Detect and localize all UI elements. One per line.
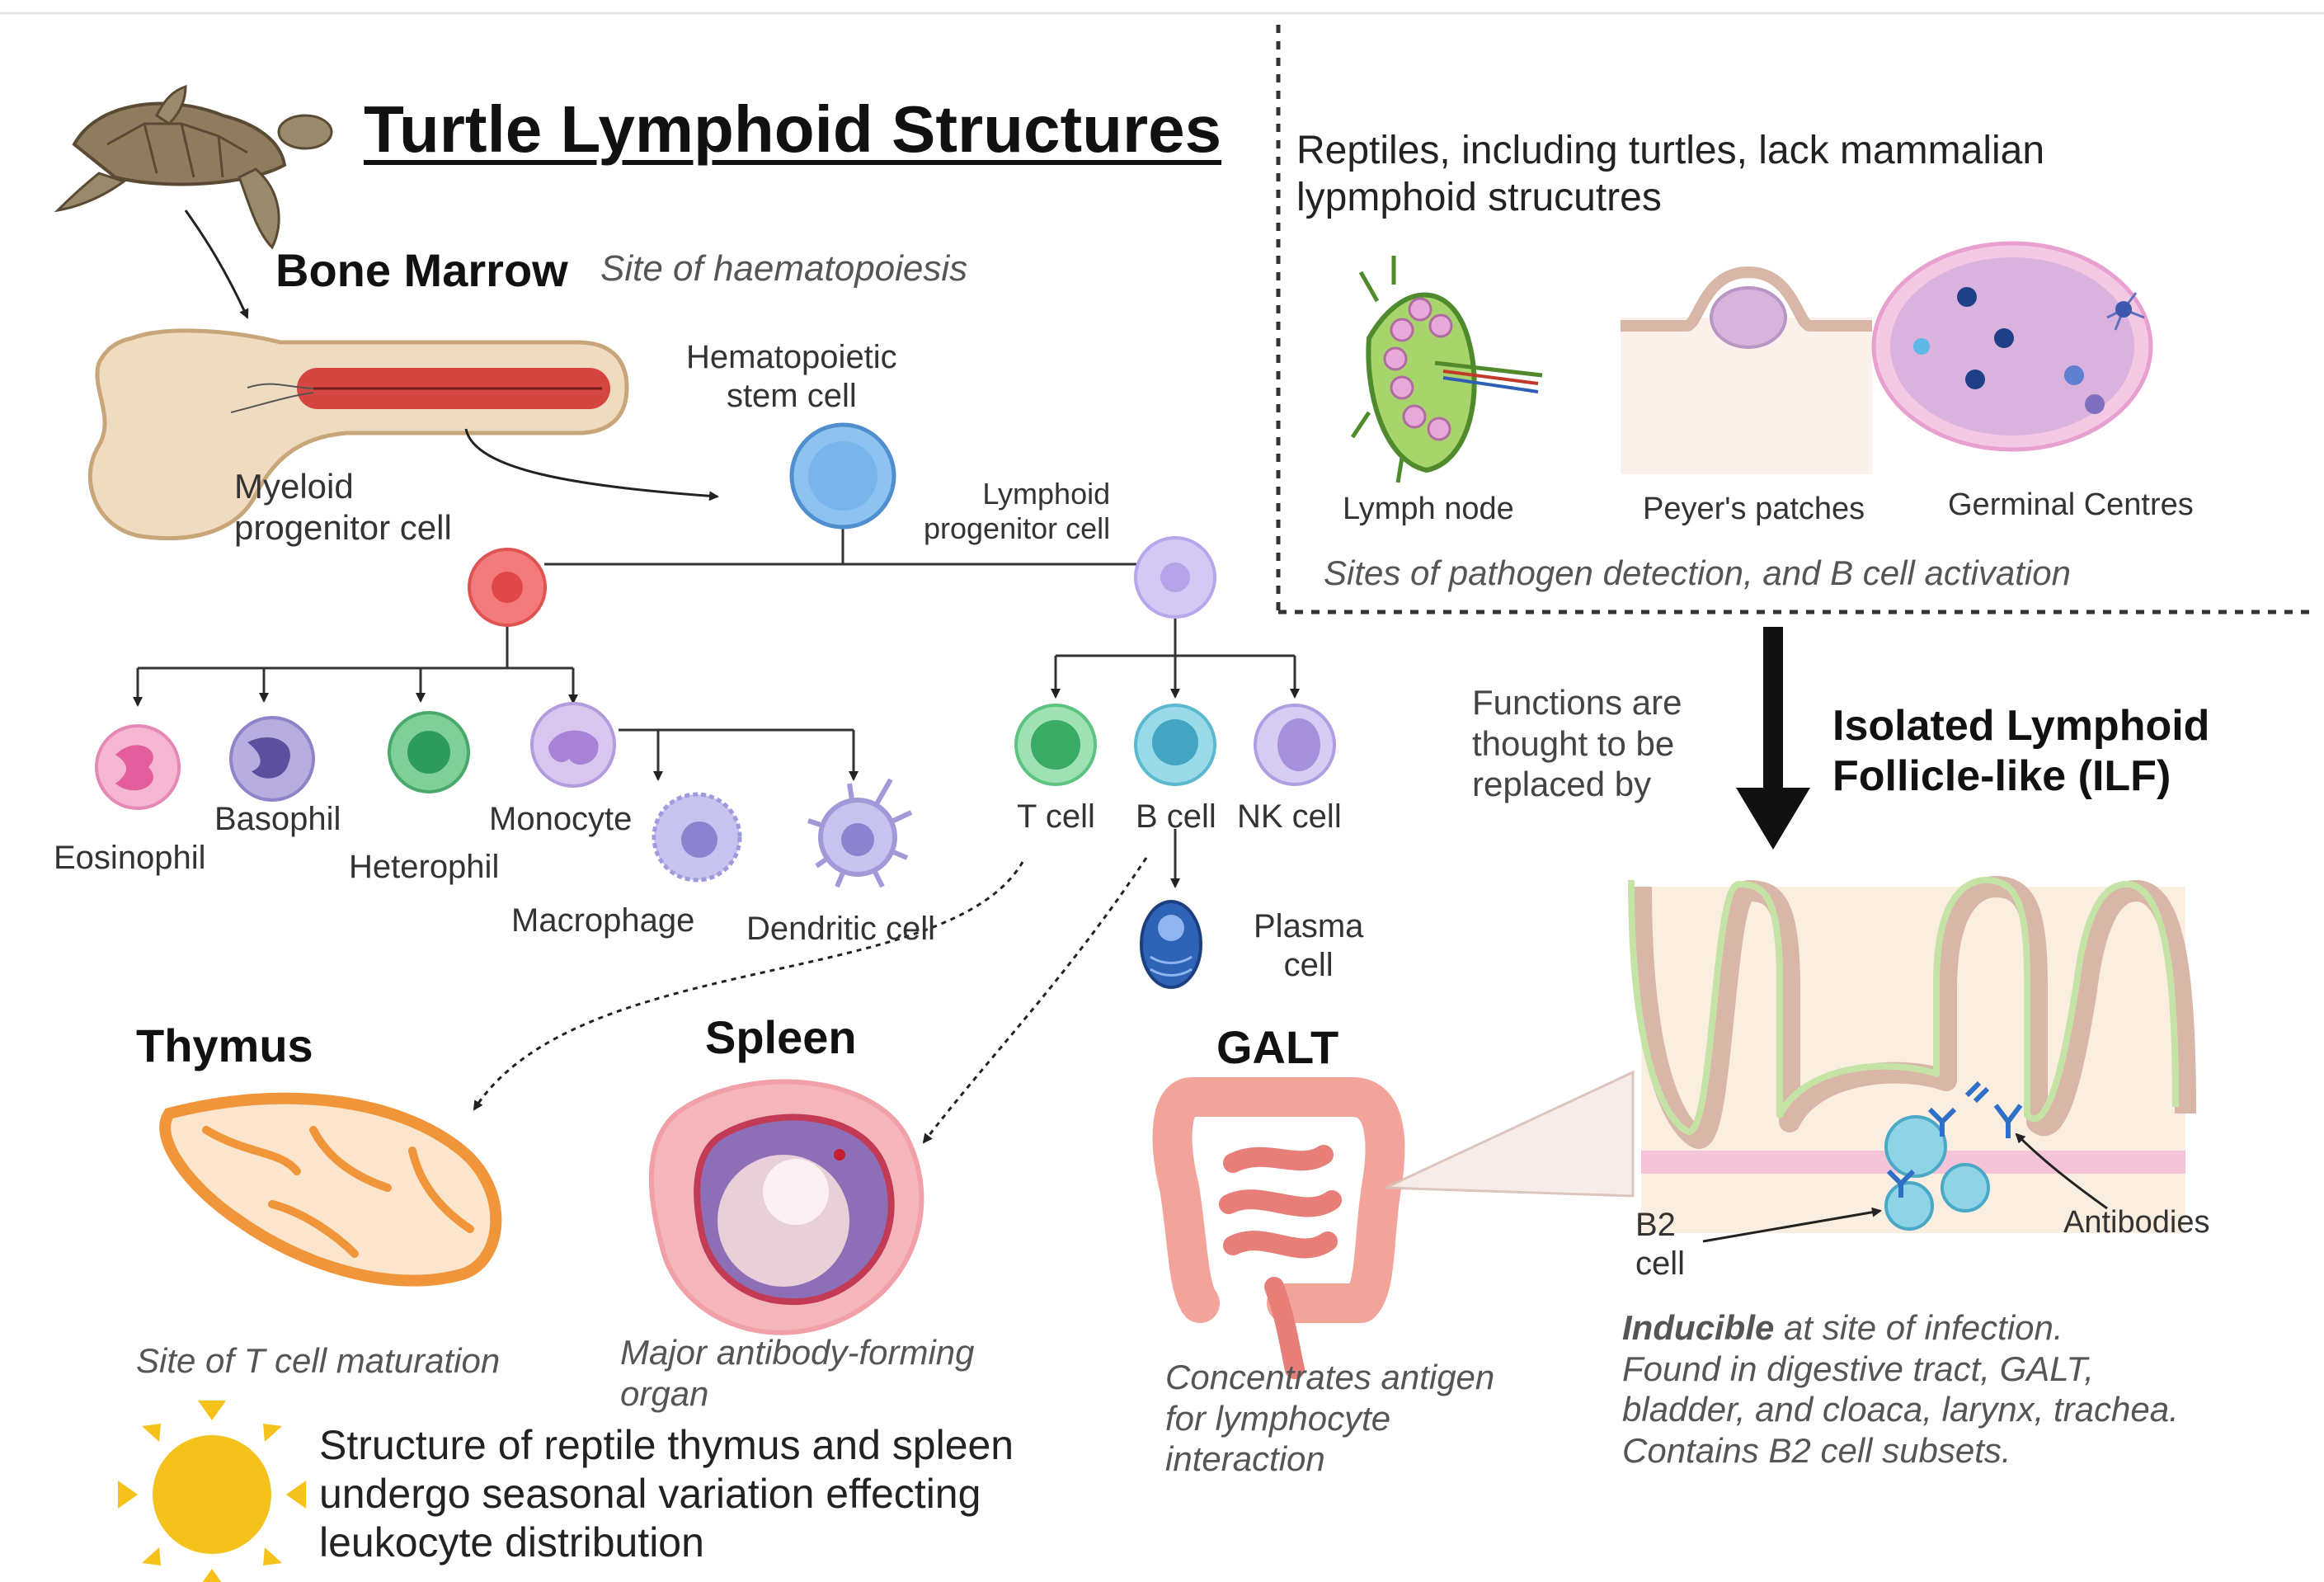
bone-marrow-subtitle: Site of haematopoiesis [600,248,968,289]
replacement-text: Functions are thought to be replaced by [1472,683,1682,804]
myeloid-progenitor-icon [468,548,547,627]
thymus-icon [159,1092,502,1287]
down-arrow-icon [1736,627,1810,850]
galt-caption: Concentrates antigen for lymphocyte inte… [1165,1358,1495,1479]
heterophil-icon [388,711,470,793]
galt-intestine-icon [1152,1077,1405,1379]
hsc-label: Hematopoietic stem cell [686,339,897,415]
hsc-cell-icon [789,422,896,530]
ilf-description-rest: at site of infection. Found in digestive… [1622,1308,2179,1470]
lymph-node-icon [1350,256,1543,483]
galt-heading: GALT [1216,1021,1339,1073]
ilf-description-lead: Inducible [1622,1308,1775,1347]
ilf-heading: Isolated Lymphoid Follicle-like (ILF) [1832,702,2210,801]
plasma-cell-icon [1140,900,1202,989]
germinal-centres-label: Germinal Centres [1948,487,2194,522]
turtle-icon [54,84,333,250]
seasonal-note: Structure of reptile thymus and spleen u… [319,1422,1014,1566]
monocyte-icon [530,702,616,788]
b-cell-to-spleen-arrow [922,857,1148,1144]
nk-cell-icon [1254,704,1336,786]
t-cell-icon [1014,704,1097,786]
zoom-lines [1385,1070,1635,1198]
spleen-icon [648,1079,924,1335]
spleen-heading: Spleen [705,1011,857,1063]
heterophil-label: Heterophil [349,849,500,885]
lymph-node-label: Lymph node [1343,492,1514,526]
lymphoid-progenitor-icon [1134,536,1216,619]
mammalian-caption: Sites of pathogen detection, and B cell … [1324,553,2071,592]
lymphoid-progenitor-label: Lymphoid progenitor cell [924,477,1111,546]
spleen-caption: Major antibody-forming organ [620,1333,975,1413]
basophil-label: Basophil [214,801,341,837]
thymus-caption: Site of T cell maturation [136,1341,501,1380]
plasma-cell-label: Plasma cell [1254,908,1364,984]
ilf-follicle-icon [1628,876,2196,1233]
bone-marrow-heading: Bone Marrow [275,244,568,296]
antibodies-pointer [2015,1132,2108,1210]
mammalian-statement: Reptiles, including turtles, lack mammal… [1296,129,2045,219]
b2-cell-pointer [1702,1207,1882,1243]
nk-cell-label: NK cell [1237,798,1342,835]
eosinophil-icon [95,724,181,810]
t-cell-to-thymus-arrow [473,861,1024,1111]
eosinophil-label: Eosinophil [54,840,206,876]
monocyte-label: Monocyte [489,801,633,837]
macrophage-icon [652,792,742,883]
b-cell-label: B cell [1136,798,1216,835]
figure-title: Turtle Lymphoid Structures [364,92,1222,166]
b-cell-icon [1134,704,1216,786]
dendritic-cell-label: Dendritic cell [746,911,935,947]
thymus-heading: Thymus [136,1019,313,1071]
b2-cell-label: B2 cell [1635,1207,1686,1283]
myeloid-progenitor-label: Myeloid progenitor cell [234,467,452,547]
germinal-centres-icon [1871,241,2153,452]
dendritic-cell-icon [807,778,913,888]
macrophage-label: Macrophage [511,902,695,939]
peyers-patches-label: Peyer's patches [1643,492,1865,526]
lineage-arrowheads [133,656,1300,888]
ilf-description: Inducible at site of infection. Found in… [1622,1307,2179,1471]
bone-to-hsc-arrow [464,428,719,501]
sun-icon [118,1401,306,1582]
t-cell-label: T cell [1017,798,1095,835]
turtle-to-bone-arrow [184,210,249,319]
bone-icon [87,328,629,540]
peyers-patches-icon [1621,266,1872,474]
antibodies-label: Antibodies [2063,1205,2210,1240]
mammalian-panel-border [1276,25,2309,614]
basophil-icon [229,716,315,802]
